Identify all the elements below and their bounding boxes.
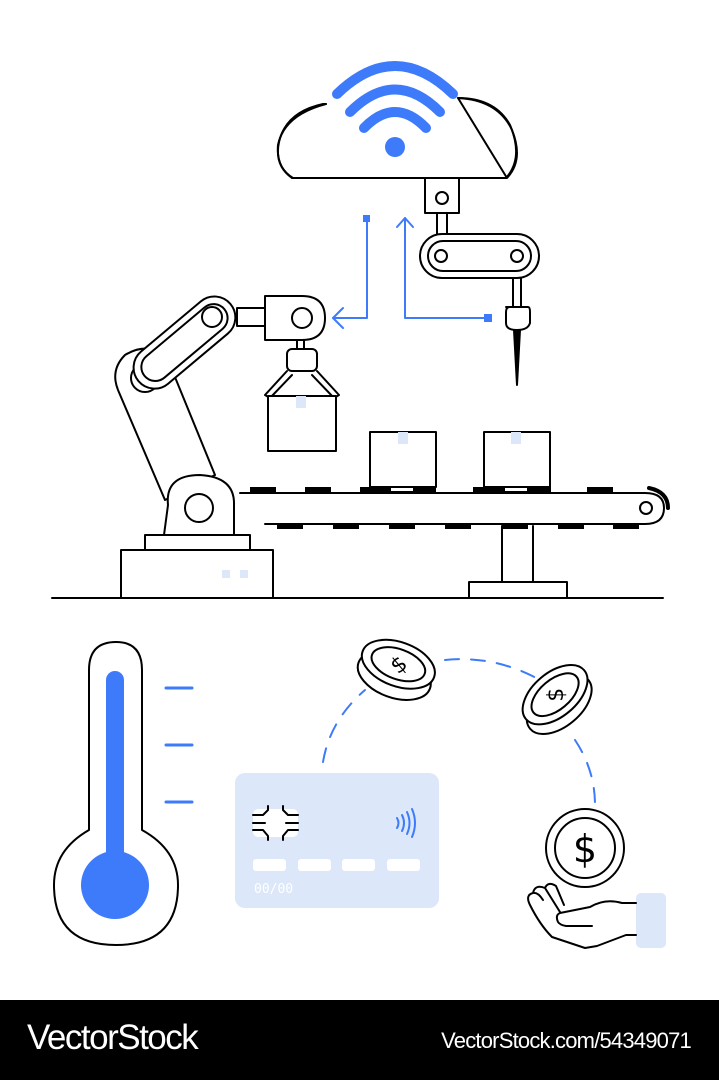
- wifi-cloud-icon: [276, 61, 518, 179]
- credit-card-icon: [235, 773, 439, 908]
- watermark-footer: VectorStock VectorStock.com/54349071: [0, 1000, 719, 1080]
- card-expiry: 00/00: [254, 882, 294, 897]
- brand-logo: VectorStock: [27, 1018, 199, 1057]
- coin-icon-3: $: [545, 808, 625, 888]
- gripper-robot-arm: [114, 295, 340, 599]
- stock-url: VectorStock.com/54349071: [441, 1028, 692, 1053]
- thermometer-icon: [53, 641, 194, 946]
- coin-icon-2: $: [521, 664, 593, 735]
- chip-icon: [252, 805, 299, 841]
- payment-flow-arc: [322, 658, 596, 806]
- coin-icon-1: $: [356, 638, 436, 701]
- needle-robot-arm: [419, 177, 540, 386]
- open-hand-icon: [527, 882, 666, 949]
- conveyor-belt: [239, 431, 670, 599]
- illustration: $ $ $ 00/00: [51, 61, 670, 949]
- svg-text:$: $: [544, 688, 569, 702]
- data-flow-arrows: [332, 215, 492, 329]
- contactless-icon: [396, 808, 416, 838]
- svg-text:$: $: [573, 827, 597, 871]
